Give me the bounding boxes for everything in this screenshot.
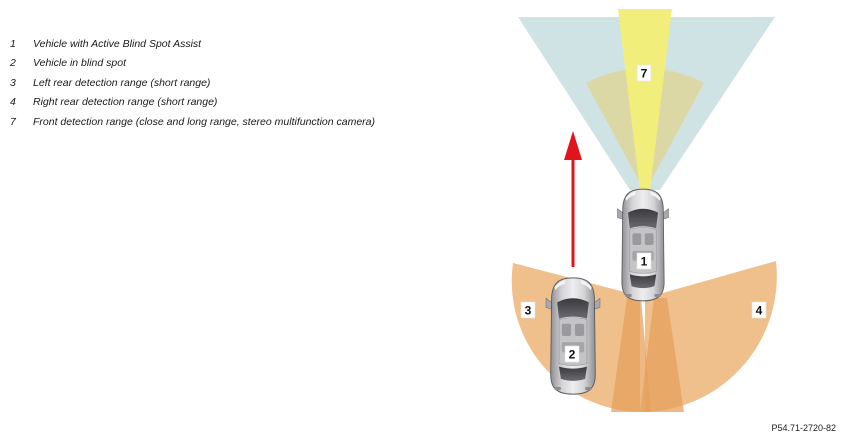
rear-beam-right	[640, 298, 684, 412]
legend-text: Vehicle in blind spot	[33, 57, 127, 70]
callout-right-rear: 4	[751, 301, 767, 319]
legend-item: 3 Left rear detection range (short range…	[10, 77, 375, 96]
rear-beam-left	[611, 298, 651, 412]
legend-text: Left rear detection range (short range)	[33, 76, 211, 89]
legend-item: 7 Front detection range (close and long …	[10, 116, 375, 135]
legend-item: 2 Vehicle in blind spot	[10, 57, 375, 76]
front-camera-beam	[618, 9, 672, 190]
own-vehicle-image	[616, 188, 670, 302]
callout-label: 4	[756, 304, 763, 318]
legend-text: Right rear detection range (short range)	[33, 96, 218, 109]
callout-front-range: 7	[636, 64, 652, 82]
callout-own-vehicle: 1	[636, 252, 652, 270]
callout-label: 3	[525, 304, 532, 318]
legend-text: Front detection range (close and long ra…	[33, 115, 376, 128]
legend-item: 1 Vehicle with Active Blind Spot Assist	[10, 38, 375, 57]
callout-label: 7	[641, 67, 648, 81]
legend-item: 4 Right rear detection range (short rang…	[10, 96, 375, 115]
blind-spot-vehicle-image	[545, 277, 601, 395]
callout-left-rear: 3	[520, 301, 536, 319]
callout-other-vehicle: 2	[564, 345, 580, 363]
direction-arrow-head	[564, 131, 582, 160]
legend-number: 1	[10, 38, 16, 50]
legend-number: 2	[10, 57, 16, 70]
callout-label: 1	[641, 255, 648, 269]
legend-number: 7	[10, 115, 16, 128]
legend-number: 4	[10, 96, 16, 109]
legend-number: 3	[10, 76, 16, 89]
reference-code: P54.71-2720-82	[771, 423, 836, 433]
legend-text: Vehicle with Active Blind Spot Assist	[33, 38, 202, 50]
legend-list: 1 Vehicle with Active Blind Spot Assist …	[10, 38, 375, 135]
direction-arrow-shaft	[571, 159, 575, 267]
callout-label: 2	[569, 348, 576, 362]
